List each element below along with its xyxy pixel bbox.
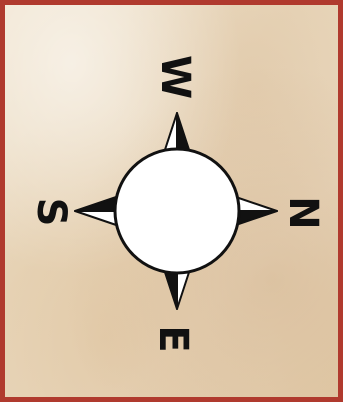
compass-label-left: S <box>28 198 74 227</box>
compass-label-bottom: E <box>150 325 196 352</box>
compass-rose: W N E S <box>5 5 343 407</box>
compass-center-circle <box>115 149 239 273</box>
compass-label-top: W <box>152 55 198 99</box>
compass-label-right: N <box>280 196 326 229</box>
